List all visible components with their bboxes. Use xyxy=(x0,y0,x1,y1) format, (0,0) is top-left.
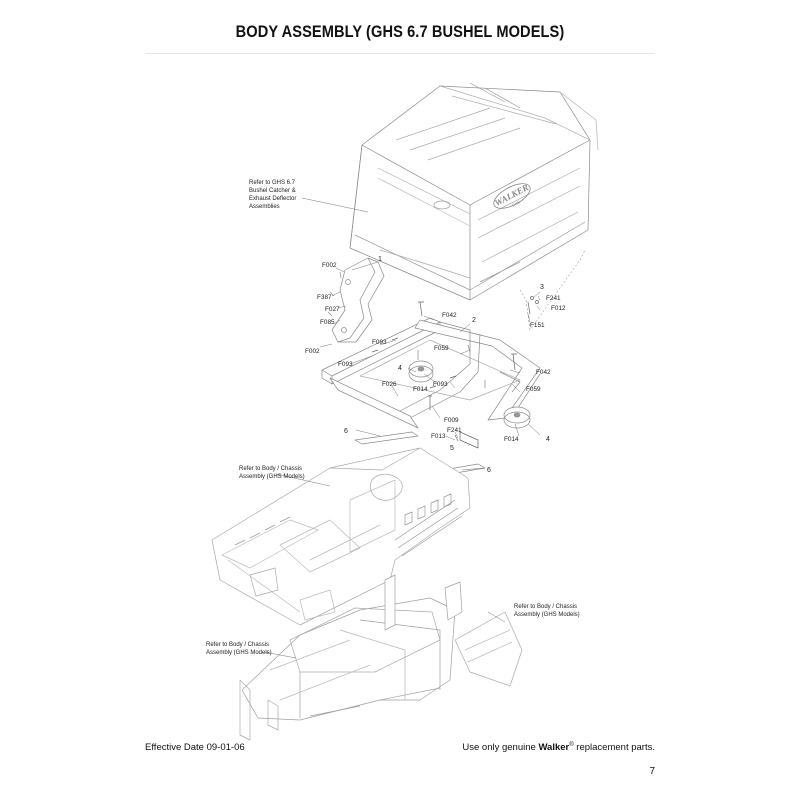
item-number-1: 1 xyxy=(378,256,382,263)
page-number: 7 xyxy=(649,766,655,777)
part-f059: F059 xyxy=(434,345,449,352)
part-f085: F085 xyxy=(320,319,335,326)
part-f042: F042 xyxy=(442,312,457,319)
part-f387: F387 xyxy=(317,294,332,301)
svg-text:Assembly (GHS Models): Assembly (GHS Models) xyxy=(206,650,272,656)
item-numbers: 1 2 3 4 4 5 6 6 xyxy=(344,256,550,474)
part-f002: F002 xyxy=(305,348,320,355)
svg-text:Refer to Body / Chassis: Refer to Body / Chassis xyxy=(206,642,269,648)
footer-suffix: replacement parts. xyxy=(573,742,655,754)
item-number-4a: 4 xyxy=(398,365,402,372)
callout-catcher: Refer to GHS 6.7 Bushel Catcher & Exhaus… xyxy=(249,180,296,210)
part-f059: F059 xyxy=(526,386,541,393)
part-f013: F013 xyxy=(431,433,446,440)
item-number-5: 5 xyxy=(450,445,454,452)
part-f093: F093 xyxy=(433,381,448,388)
part-f014: F014 xyxy=(504,436,519,443)
frame-rails-drawing xyxy=(321,317,541,429)
svg-text:Refer to Body / Chassis: Refer to Body / Chassis xyxy=(514,604,577,610)
lower-frame-drawing xyxy=(239,574,523,741)
effective-date: Effective Date 09-01-06 xyxy=(145,742,245,753)
svg-text:Assemblies: Assemblies xyxy=(249,204,280,210)
footer-brand: Walker xyxy=(538,742,570,754)
svg-text:Refer to Body / Chassis: Refer to Body / Chassis xyxy=(239,466,302,472)
footer-registered-mark: ® xyxy=(569,742,574,748)
leader-lines xyxy=(263,197,586,659)
part-numbers: F002 F387 F027 F085 F002 F042 F093 F059 … xyxy=(305,262,566,443)
part-f014: F014 xyxy=(413,386,428,393)
part-f009: F009 xyxy=(444,417,459,424)
svg-text:Exhaust Deflector: Exhaust Deflector xyxy=(249,196,296,202)
footer-prefix: Use only genuine xyxy=(462,742,539,754)
bushel-catcher-drawing xyxy=(349,82,599,301)
part-f042: F042 xyxy=(536,369,551,376)
part-f026: F026 xyxy=(382,381,397,388)
hitch-bracket-drawing xyxy=(327,257,385,343)
item-number-4b: 4 xyxy=(546,436,550,443)
item-number-6b: 6 xyxy=(487,467,491,474)
title-divider xyxy=(145,53,655,54)
part-f241: F241 xyxy=(447,427,462,434)
body-chassis-drawing xyxy=(211,447,471,626)
hardware-drawing xyxy=(371,296,539,449)
part-f241: F241 xyxy=(546,295,561,302)
pulley-drawing xyxy=(408,360,531,429)
item-number-2: 2 xyxy=(472,317,476,324)
item-number-3: 3 xyxy=(540,284,544,291)
item-number-6a: 6 xyxy=(344,428,348,435)
svg-text:Assembly (GHS Models): Assembly (GHS Models) xyxy=(514,612,580,618)
part-f151: F151 xyxy=(530,322,545,329)
part-f093: F093 xyxy=(372,339,387,346)
svg-text:Refer to GHS 6.7: Refer to GHS 6.7 xyxy=(249,180,296,186)
callout-body-chassis-right: Refer to Body / Chassis Assembly (GHS Mo… xyxy=(514,604,580,618)
svg-text:Assembly (GHS Models): Assembly (GHS Models) xyxy=(239,474,305,480)
footer-notice: Use only genuine Walker® replacement par… xyxy=(462,742,655,753)
svg-text:Bushel Catcher &: Bushel Catcher & xyxy=(249,188,296,194)
part-f002: F002 xyxy=(322,262,337,269)
callout-body-chassis-left: Refer to Body / Chassis Assembly (GHS Mo… xyxy=(206,642,272,656)
logo-subtext: GHS xyxy=(511,199,521,208)
part-f027: F027 xyxy=(325,306,340,313)
callout-body-chassis-middle: Refer to Body / Chassis Assembly (GHS Mo… xyxy=(239,466,305,480)
part-f093: F093 xyxy=(338,361,353,368)
page-title: BODY ASSEMBLY (GHS 6.7 BUSHEL MODELS) xyxy=(235,22,565,41)
part-f012: F012 xyxy=(551,305,566,312)
